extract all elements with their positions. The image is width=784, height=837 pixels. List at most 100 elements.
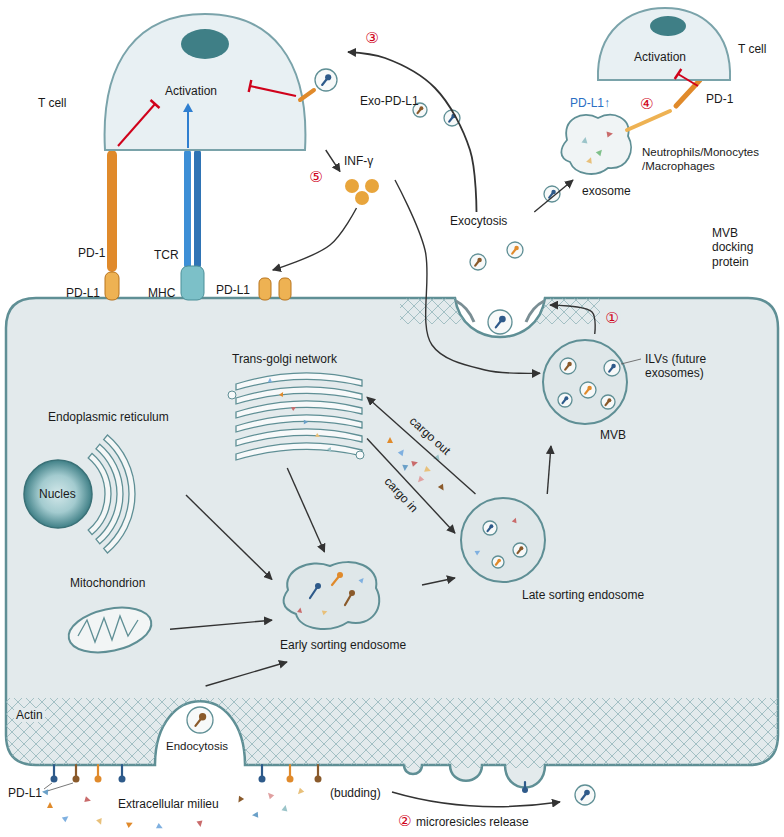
node-label: Exocytosis	[450, 214, 507, 228]
cargo-fragment	[304, 420, 308, 424]
cisterna	[236, 443, 362, 460]
cargo-fragment	[322, 609, 328, 615]
activation-head	[183, 103, 193, 112]
inhibition-line	[118, 104, 155, 146]
node-label: MVB	[600, 428, 626, 442]
pd-l1-ligand	[259, 278, 271, 300]
node-label: PD-L1↑	[570, 96, 610, 110]
pd-1-receptor	[107, 150, 117, 272]
endoplasmic-reticulum: Endoplasmic reticulumNucles	[14, 406, 186, 568]
pd-l1-head	[259, 776, 266, 783]
node-shape	[30, 10, 348, 150]
arrow-connector	[326, 150, 340, 172]
cytokine: INF-γ	[340, 152, 395, 208]
inhibition-bar	[675, 69, 682, 79]
endocytosis-pit: Endocytosis	[155, 686, 247, 758]
cargo-fragment	[296, 788, 304, 796]
cargo-fragment	[387, 437, 393, 443]
receptor-label: PD-L1	[66, 286, 100, 300]
nucleus	[181, 29, 229, 59]
release-arrow	[392, 792, 560, 807]
node-label: Endoplasmic reticulum	[48, 410, 169, 424]
shape-group	[456, 242, 544, 334]
vesicle	[601, 395, 615, 409]
arrow-connector	[422, 578, 455, 585]
pd-l1-head	[567, 362, 571, 366]
cargo-fragment	[268, 378, 272, 382]
mitochondrion: Mitochondrion	[60, 574, 170, 666]
cargo-fragment	[126, 820, 134, 828]
cargo-fragment	[197, 821, 204, 828]
region-label: Extracellular milieu	[118, 797, 219, 811]
tumor-cell	[6, 298, 778, 788]
callout-number: ⑤	[307, 169, 324, 186]
golgi-vesicle	[356, 451, 364, 459]
vesicle	[575, 785, 595, 805]
pd-l1-head	[564, 396, 568, 400]
cargo-fragment	[84, 796, 91, 803]
pd-l1-head	[419, 106, 423, 110]
part-label: exosome	[582, 184, 631, 198]
nucleus: Nucles	[22, 458, 94, 530]
node-label: INF-γ	[344, 154, 373, 168]
node-label: Activation	[634, 50, 686, 64]
golgi-vesicle	[228, 391, 236, 399]
receptor-label: PD-L1	[8, 786, 42, 800]
vesicle	[544, 186, 560, 202]
t-cell-body	[598, 8, 730, 80]
callout-number: ①	[603, 310, 620, 327]
pd-l1-head	[95, 776, 102, 783]
arrow-connector	[206, 662, 287, 686]
shape-group	[259, 278, 291, 300]
receptor-label: MHC	[148, 286, 175, 300]
node-label: Neutrophils/Monocytes /Macrophages	[642, 146, 772, 174]
late-endosome: Late sorting endosome	[455, 494, 660, 606]
cargo-fragment	[42, 789, 49, 796]
cargo-fragment	[47, 802, 53, 808]
leader-line	[44, 783, 73, 792]
cargo-fragment	[266, 791, 274, 799]
cargo-fragment	[586, 156, 594, 164]
cargo-fragment	[156, 823, 164, 831]
immune-cell: PD-L1↑ Neutrophils/Monocytes /Macrophages	[555, 92, 780, 180]
cargo-fragment	[327, 447, 333, 453]
arrow-connector	[534, 180, 573, 212]
receptor-label: PD-1	[78, 246, 105, 260]
arrow-connector	[367, 397, 476, 494]
tcr-receptor	[184, 150, 191, 268]
er-tube	[104, 435, 135, 553]
cargo-fragment	[398, 448, 406, 456]
er-tube	[96, 444, 123, 544]
cargo-fragment	[281, 804, 288, 811]
vesicle	[560, 358, 576, 374]
callout-number: ②	[398, 813, 411, 830]
shape-group	[228, 373, 364, 460]
pd-l1-head	[337, 572, 343, 578]
endosome-membrane	[284, 562, 380, 629]
pd-l1-head	[199, 713, 206, 720]
immune-cell-body	[561, 115, 631, 174]
vesicle	[507, 242, 523, 258]
leader-line	[621, 359, 641, 364]
pd-l1-head	[607, 398, 611, 402]
cargo-fragment	[582, 137, 589, 144]
mvb-membrane	[543, 340, 627, 424]
arrow-connector	[273, 208, 357, 270]
part-label: MVB docking protein	[712, 226, 774, 269]
node-label: Late sorting endosome	[522, 588, 644, 602]
node-label: Nucles	[39, 487, 76, 501]
inhibition-bar	[151, 100, 160, 108]
endosome-membrane	[461, 498, 545, 582]
process-label: microresicles release	[416, 815, 529, 829]
cargo-fragment	[475, 549, 482, 556]
cargo-fragment	[596, 148, 604, 156]
node-label: T cell	[38, 96, 66, 110]
node-label: Trans-golgi network	[232, 352, 337, 366]
node-shape	[222, 350, 367, 468]
cargo-fragment	[96, 818, 104, 826]
shape-group	[88, 435, 135, 553]
golgi: Trans-golgi network	[222, 350, 367, 468]
edge-label: cargo in	[380, 473, 422, 517]
